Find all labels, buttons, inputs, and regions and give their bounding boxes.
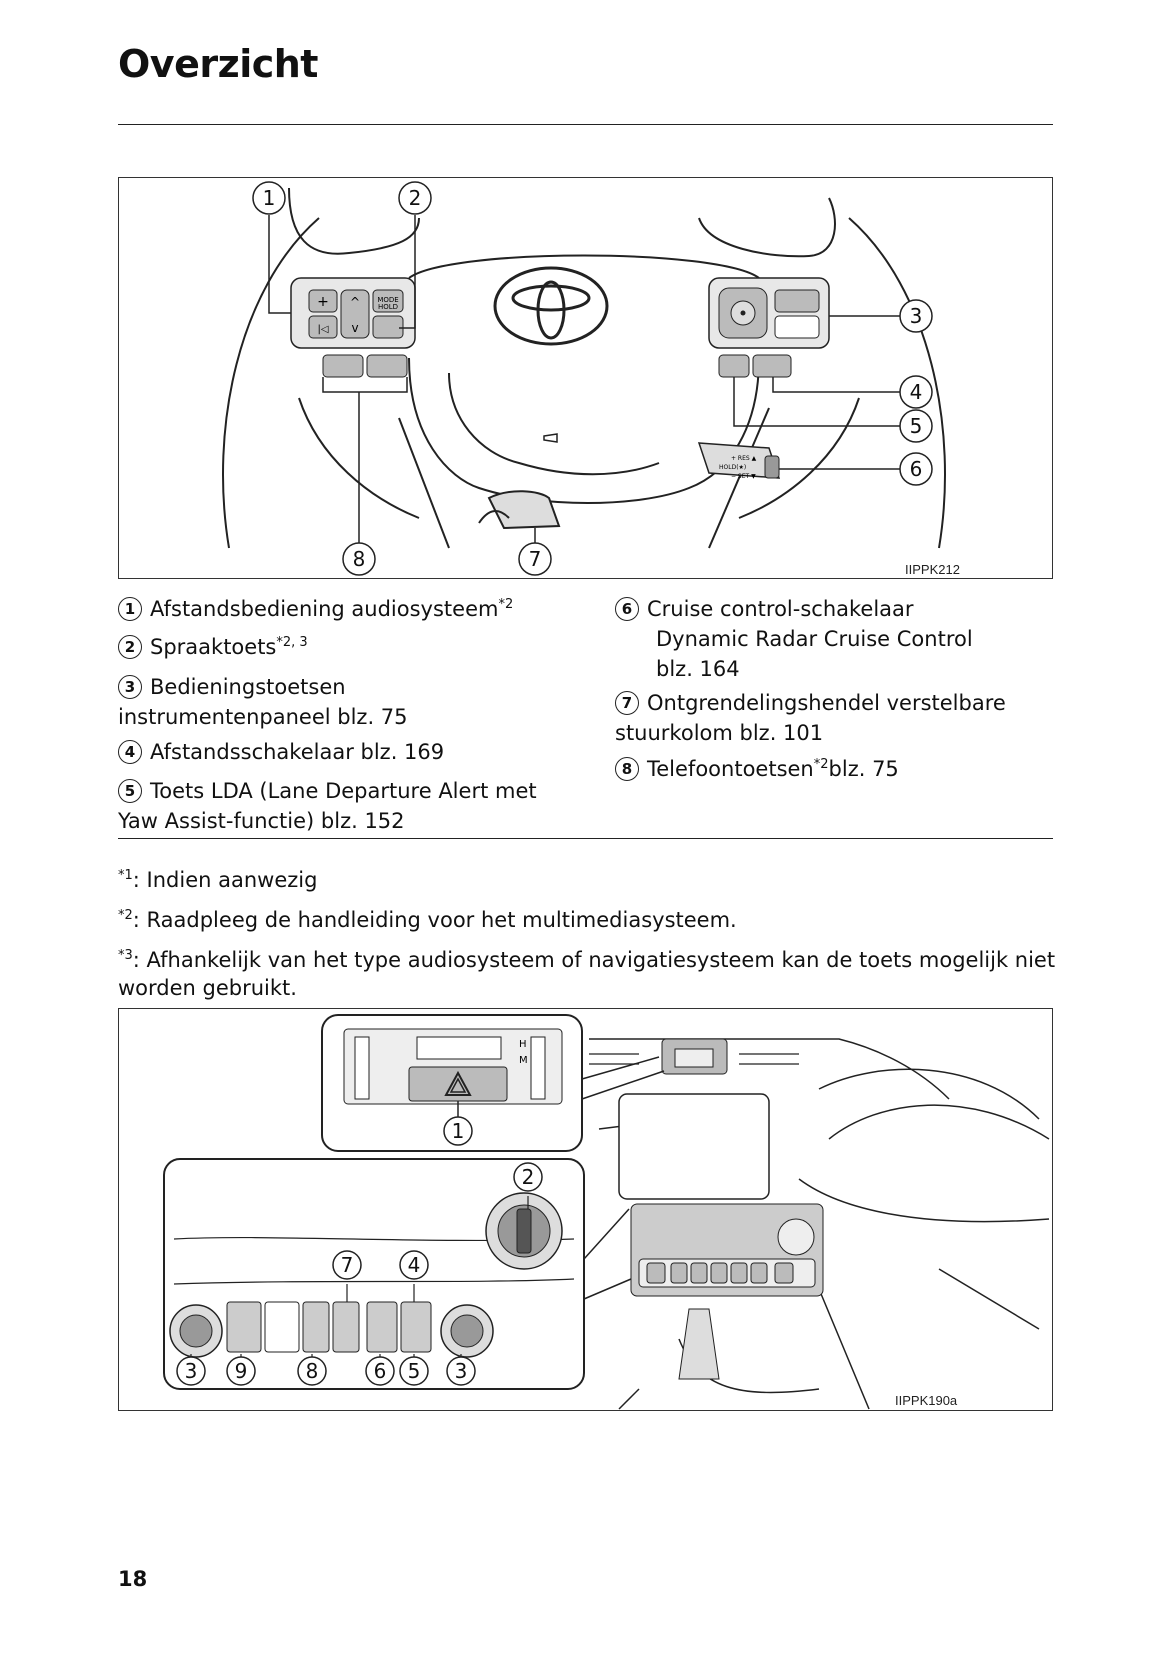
callout-3b: 3 [446,1356,476,1386]
svg-text:^: ^ [350,295,360,309]
callout-4: 4 [399,1250,429,1280]
callout-7: 7 [332,1250,362,1280]
figure-code: IIPPK190a [895,1393,958,1408]
title-rule [118,124,1053,125]
svg-text:6: 6 [374,1359,387,1383]
callout-6: 6 [899,452,933,486]
cruise-control-lever: + RES ▲ HOLD(★) − SET ▼ [697,442,781,480]
svg-text:M: M [519,1055,528,1066]
callout-3: 3 [899,299,933,333]
svg-text:8: 8 [353,547,366,571]
svg-text:1: 1 [452,1119,465,1143]
callout-5: 5 [899,409,933,443]
svg-text:8: 8 [306,1359,319,1383]
svg-text:2: 2 [409,186,422,210]
svg-text:4: 4 [910,380,923,404]
svg-text:5: 5 [910,414,923,438]
callout-7: 7 [518,542,552,576]
svg-text:9: 9 [235,1359,248,1383]
svg-text:+ RES ▲: + RES ▲ [731,455,757,462]
lower-switch-inset [163,1158,632,1390]
callout-1: 1 [443,1116,473,1146]
callout-9: 9 [226,1356,256,1386]
svg-text:3: 3 [185,1359,198,1383]
footnote-1: *1: Indien aanwezig [118,868,318,892]
svg-text:3: 3 [910,304,923,328]
svg-text:MODE: MODE [377,296,398,304]
instrument-panel-figure: H M [118,1008,1053,1411]
svg-text:H: H [519,1039,527,1050]
callout-1: 1 [252,181,286,215]
steering-wheel-figure: + |◁ ^ v MODE HOLD + RES ▲ HOLD(★) − S [118,177,1053,579]
svg-text:4: 4 [408,1253,421,1277]
svg-text:HOLD(★): HOLD(★) [719,464,746,471]
callout-4: 4 [899,375,933,409]
callout-8: 8 [342,542,376,576]
svg-text:1: 1 [263,186,276,210]
callout-3a: 3 [176,1356,206,1386]
callout-2: 2 [398,181,432,215]
svg-text:3: 3 [455,1359,468,1383]
svg-text:v: v [351,321,358,335]
footnote-3: *3: Afhankelijk van het type audiosystee… [118,948,1056,1000]
instrument-panel-illustration: H M [163,1014,1050,1410]
console-switch-row [630,1203,824,1297]
page-number: 18 [118,1567,148,1591]
svg-text:|◁: |◁ [317,324,328,335]
svg-text:6: 6 [910,457,923,481]
figure-code: IIPPK212 [905,562,960,577]
page-title: Overzicht [118,42,318,86]
legend-rule [118,838,1053,839]
steering-wheel-illustration: + |◁ ^ v MODE HOLD + RES ▲ HOLD(★) − S [222,181,946,576]
meter-switch-panel [708,277,830,378]
hazard-inset: H M [321,1014,665,1152]
footnote-2: *2: Raadpleeg de handleiding voor het mu… [118,908,737,932]
svg-text:5: 5 [408,1359,421,1383]
svg-text:− SET ▼: − SET ▼ [731,473,756,480]
callout-6: 6 [365,1356,395,1386]
svg-text:2: 2 [522,1165,535,1189]
audio-switch-panel: + |◁ ^ v MODE HOLD [290,277,416,378]
callout-2: 2 [513,1162,543,1192]
svg-text:7: 7 [341,1253,354,1277]
callout-5: 5 [399,1356,429,1386]
callout-8: 8 [297,1356,327,1386]
svg-text:7: 7 [529,547,542,571]
svg-text:+: + [317,294,329,310]
svg-text:HOLD: HOLD [378,303,398,311]
